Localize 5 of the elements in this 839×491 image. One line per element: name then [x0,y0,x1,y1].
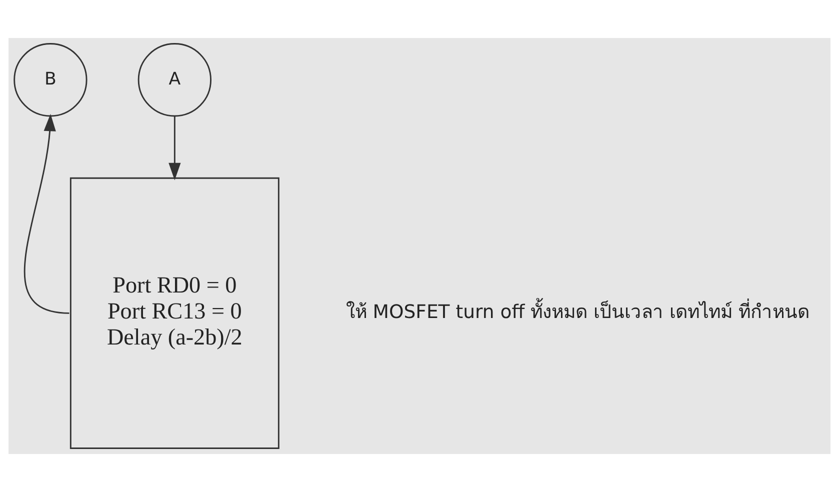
arrow [24,113,70,314]
node-circle: A [138,42,212,116]
node-box: Port RD0 = 0 Port RC13 = 0 Delay (a-2b)/2 [70,176,280,448]
node-circle: B [14,42,88,116]
arrow [168,116,181,180]
